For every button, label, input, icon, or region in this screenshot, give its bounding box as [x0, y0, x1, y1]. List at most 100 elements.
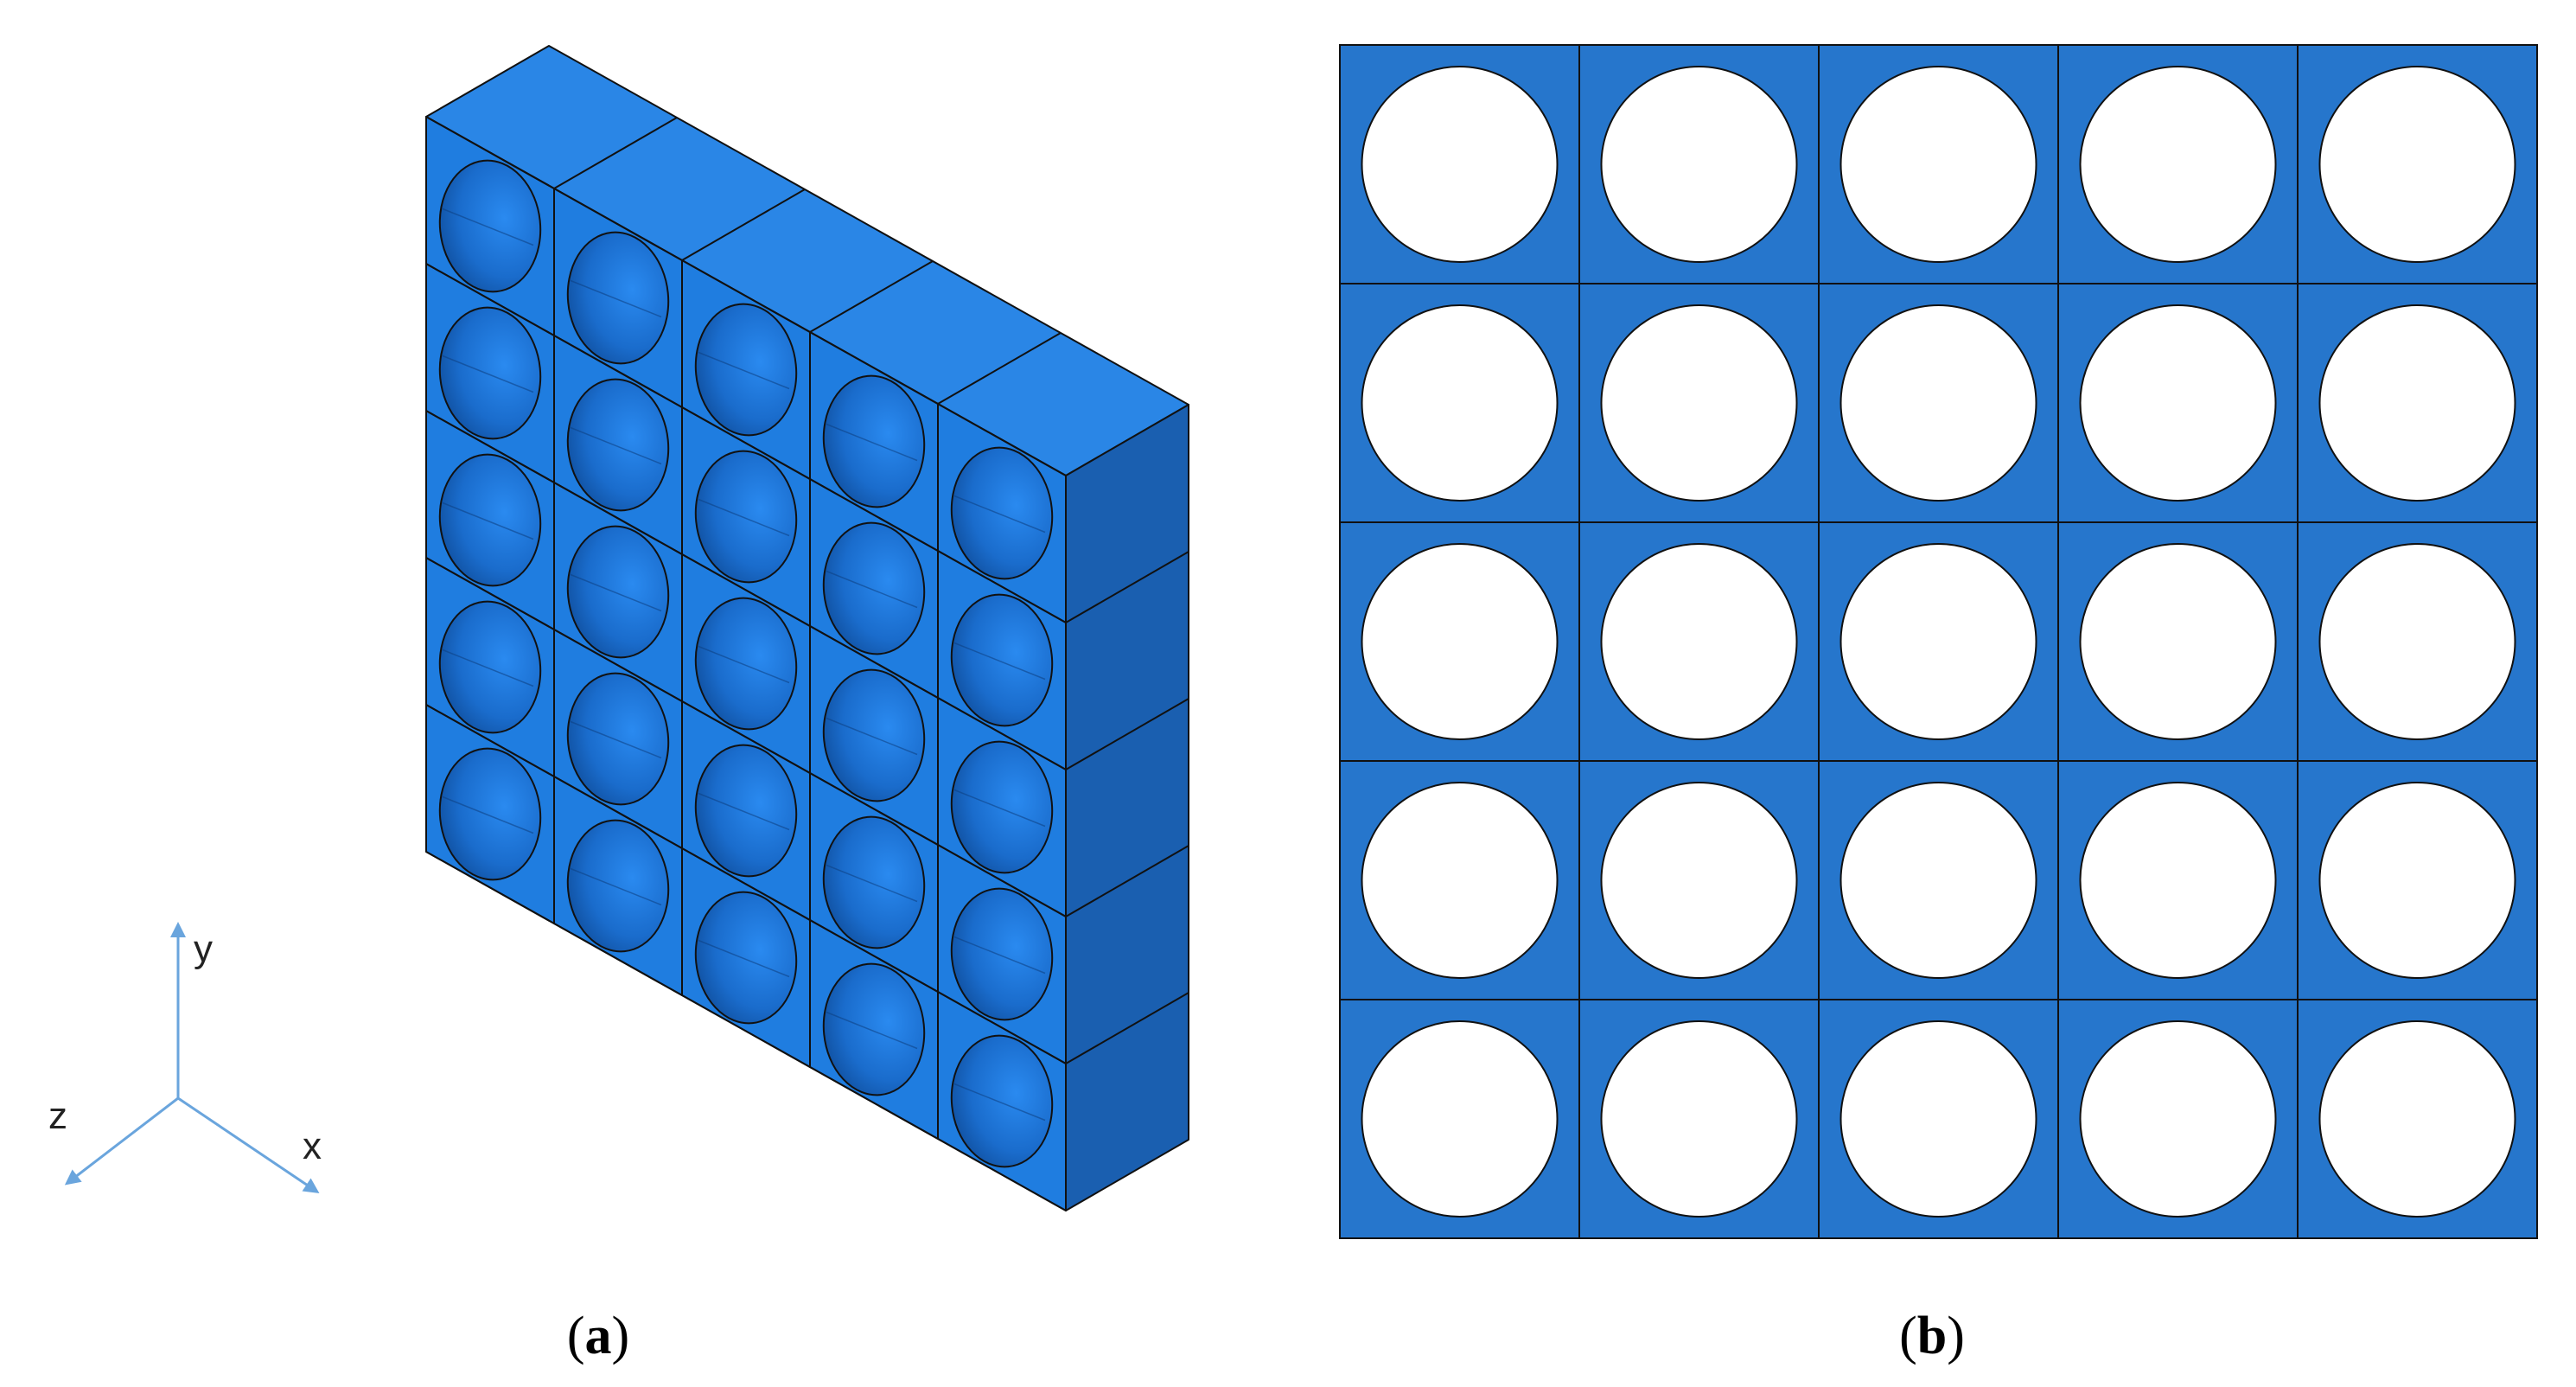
cylindrical-hole	[694, 450, 798, 584]
x-axis-label: x	[303, 1125, 322, 1167]
cylindrical-hole	[566, 819, 670, 953]
circular-hole	[2079, 782, 2277, 979]
top-divider-line	[681, 189, 806, 261]
cylindrical-hole	[822, 668, 926, 802]
hole-shading-line	[826, 423, 918, 462]
side-divider-line	[1065, 551, 1189, 623]
top-face-dividers	[553, 117, 1062, 405]
hole-shading-line	[698, 351, 790, 390]
circular-hole	[1840, 782, 2037, 979]
circular-hole	[1361, 782, 1559, 979]
hole-shading-line	[953, 642, 1046, 681]
hole-shading-line	[953, 789, 1046, 828]
cylindrical-hole	[822, 962, 926, 1096]
cylindrical-hole	[566, 672, 670, 806]
hole-shading-line	[570, 720, 662, 759]
hole-shading-line	[570, 573, 662, 612]
z-axis-label: z	[48, 1095, 67, 1137]
hole-shading-line	[953, 936, 1046, 975]
circular-hole	[2079, 66, 2277, 263]
circular-hole	[2318, 1020, 2516, 1218]
circular-hole	[1361, 66, 1559, 263]
hole-shading-line	[826, 864, 918, 903]
hole-shading-line	[442, 502, 534, 540]
panel-b-caption: (b)	[1899, 1307, 1965, 1365]
cylindrical-hole	[438, 600, 542, 734]
circular-hole	[1600, 304, 1798, 502]
front-cell	[937, 991, 1067, 1211]
isometric-lattice-block	[425, 45, 1189, 1211]
circular-hole	[1361, 304, 1559, 502]
side-divider-line	[1065, 992, 1189, 1064]
block-side-face	[1065, 404, 1189, 1211]
cylindrical-hole	[822, 374, 926, 508]
cylindrical-hole	[694, 744, 798, 878]
circular-hole	[2079, 304, 2277, 502]
hole-shading-line	[442, 796, 534, 834]
hole-shading-line	[442, 649, 534, 687]
top-divider-line	[937, 332, 1062, 405]
cylindrical-hole	[438, 747, 542, 881]
circular-hole	[1840, 543, 2037, 740]
cylindrical-hole	[438, 306, 542, 440]
circular-hole	[2079, 543, 2277, 740]
hole-shading-line	[570, 279, 662, 318]
hole-shading-line	[698, 645, 790, 684]
cylindrical-hole	[694, 597, 798, 731]
cylindrical-hole	[950, 887, 1054, 1021]
circular-hole	[2318, 304, 2516, 502]
cylindrical-hole	[438, 453, 542, 587]
hole-shading-line	[826, 717, 918, 756]
circular-hole	[1600, 1020, 1798, 1218]
circular-hole	[2318, 543, 2516, 740]
cylindrical-hole	[950, 1034, 1054, 1168]
side-divider-line	[1065, 698, 1189, 770]
hole-shading-line	[953, 495, 1046, 534]
cylindrical-hole	[950, 593, 1054, 727]
circular-hole	[1600, 66, 1798, 263]
flat-cell	[2297, 999, 2538, 1239]
hole-shading-line	[953, 1083, 1046, 1122]
x-axis-arrow	[177, 1096, 320, 1194]
side-divider-line	[1065, 845, 1189, 917]
cylindrical-hole	[566, 231, 670, 365]
hole-shading-line	[570, 426, 662, 465]
hole-shading-line	[826, 570, 918, 609]
panel-a-caption: (a)	[567, 1307, 629, 1365]
cylindrical-hole	[694, 891, 798, 1025]
circular-hole	[2318, 66, 2516, 263]
front-cell-grid	[425, 116, 1067, 1211]
cylindrical-hole	[950, 446, 1054, 580]
circular-hole	[2318, 782, 2516, 979]
circular-hole	[1600, 543, 1798, 740]
hole-shading-line	[698, 792, 790, 831]
side-face-dividers	[1065, 551, 1189, 1064]
hole-shading-line	[826, 1011, 918, 1050]
cylindrical-hole	[566, 378, 670, 512]
hole-shading-line	[698, 498, 790, 537]
hole-shading-line	[442, 355, 534, 393]
circular-hole	[1840, 1020, 2037, 1218]
front-view-lattice	[1339, 44, 2538, 1239]
hole-shading-line	[442, 208, 534, 246]
top-divider-line	[809, 260, 934, 333]
cylindrical-hole	[566, 525, 670, 659]
z-axis-arrow	[64, 1096, 179, 1186]
cylindrical-hole	[822, 521, 926, 655]
circular-hole	[2079, 1020, 2277, 1218]
cylindrical-hole	[694, 303, 798, 437]
cylindrical-hole	[822, 815, 926, 949]
cylindrical-hole	[438, 159, 542, 293]
cylindrical-hole	[950, 740, 1054, 874]
circular-hole	[1840, 304, 2037, 502]
circular-hole	[1361, 543, 1559, 740]
hole-shading-line	[698, 939, 790, 978]
top-divider-line	[553, 117, 678, 189]
circular-hole	[1840, 66, 2037, 263]
y-axis-label: y	[194, 928, 213, 970]
coordinate-axes: y z x	[48, 922, 322, 1194]
circular-hole	[1361, 1020, 1559, 1218]
circular-hole	[1600, 782, 1798, 979]
hole-shading-line	[570, 867, 662, 906]
